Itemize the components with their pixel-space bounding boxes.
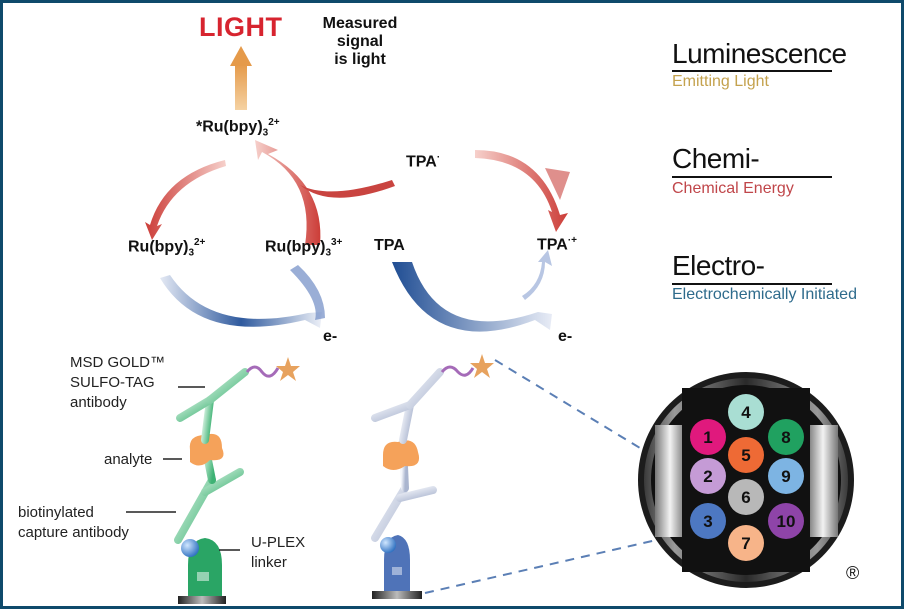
light-label: LIGHT bbox=[199, 12, 283, 42]
spot-number: 6 bbox=[741, 488, 750, 507]
linker-line-1: U-PLEX bbox=[251, 534, 306, 551]
electrode-plate bbox=[372, 591, 422, 599]
spot-circle bbox=[728, 479, 764, 515]
capture-antibody-line-1: biotinylated bbox=[18, 504, 94, 521]
spot-number: 1 bbox=[703, 428, 712, 447]
light-emission-arrow bbox=[230, 46, 252, 110]
grey-assay-stack bbox=[371, 354, 494, 599]
analyte-blob bbox=[189, 433, 224, 466]
linker-line-2: linker bbox=[251, 554, 287, 571]
capture-antibody-label: biotinylated capture antibody bbox=[18, 503, 129, 543]
capture-antibody-line-2: capture antibody bbox=[18, 524, 129, 541]
spot-circle bbox=[768, 503, 804, 539]
spot-2: 2 bbox=[690, 458, 726, 494]
signal-note-line-2: is light bbox=[334, 51, 386, 68]
tpa-radical-label: TPA· bbox=[406, 152, 441, 171]
detection-antibody-label: MSD GOLD™ SULFO-TAG antibody bbox=[70, 353, 165, 413]
spot-circle bbox=[768, 419, 804, 455]
ruthenium-2plus-label: Ru(bpy)32+ bbox=[128, 237, 206, 259]
term-underline bbox=[672, 283, 832, 285]
spot-circle bbox=[690, 503, 726, 539]
term-underline bbox=[672, 176, 832, 178]
spot-number: 3 bbox=[703, 512, 712, 531]
tpa-label: TPA bbox=[374, 237, 405, 254]
spot-number: 5 bbox=[741, 446, 750, 465]
spot-number: 4 bbox=[741, 403, 751, 422]
electron-label-left: e- bbox=[323, 328, 338, 345]
tpa-cation-radical-label: TPA·+ bbox=[537, 235, 577, 254]
term-chemi-subtitle: Chemical Energy bbox=[672, 180, 794, 197]
blue-reaction-arrows bbox=[160, 250, 552, 332]
term-luminescence: Luminescence bbox=[672, 38, 847, 69]
spot-circle bbox=[728, 437, 764, 473]
biotin-bead bbox=[380, 537, 396, 553]
signal-note-line-1: Measured signal bbox=[322, 15, 398, 50]
detection-antibody-line-2: SULFO-TAG bbox=[70, 374, 155, 391]
analyte-label: analyte bbox=[104, 451, 153, 468]
electrode-plate bbox=[178, 596, 226, 604]
detection-antibody-line-1: MSD GOLD™ bbox=[70, 354, 166, 371]
spot-circle bbox=[690, 419, 726, 455]
spot-number: 9 bbox=[781, 467, 790, 486]
multiplex-well: 1 2 3 4 5 6 7 8 9 10 bbox=[638, 372, 854, 588]
spot-number: 10 bbox=[777, 512, 796, 531]
spot-circle bbox=[728, 394, 764, 430]
spot-6: 6 bbox=[728, 479, 764, 515]
spot-1: 1 bbox=[690, 419, 726, 455]
term-luminescence-subtitle: Emitting Light bbox=[672, 73, 769, 90]
biotin-bead bbox=[181, 539, 199, 557]
zoom-connector-lines bbox=[424, 359, 701, 594]
ruthenium-3plus-label: Ru(bpy)33+ bbox=[265, 237, 343, 259]
spot-8: 8 bbox=[768, 419, 804, 455]
detection-antibody-line-3: antibody bbox=[70, 394, 127, 411]
spot-5: 5 bbox=[728, 437, 764, 473]
green-assay-stack bbox=[174, 357, 300, 604]
spot-9: 9 bbox=[768, 458, 804, 494]
spot-number: 7 bbox=[741, 534, 750, 553]
sulfo-tag-star bbox=[276, 357, 300, 381]
spot-7: 7 bbox=[728, 525, 764, 561]
term-chemi: Chemi- bbox=[672, 143, 760, 174]
excited-ruthenium-label: *Ru(bpy)32+ bbox=[196, 117, 280, 139]
spot-4: 4 bbox=[728, 394, 764, 430]
term-electro-subtitle: Electrochemically Initiated bbox=[672, 286, 857, 303]
red-reaction-arrows bbox=[145, 140, 570, 245]
term-underline bbox=[672, 70, 832, 72]
signal-note: Measured signal is light bbox=[300, 15, 420, 69]
label-leader-lines bbox=[126, 386, 240, 551]
spot-circle bbox=[768, 458, 804, 494]
electron-label-right: e- bbox=[558, 328, 573, 345]
linker-label: U-PLEX linker bbox=[251, 533, 305, 573]
analyte-blob bbox=[383, 440, 420, 470]
spot-number: 8 bbox=[781, 428, 790, 447]
spot-10: 10 bbox=[768, 503, 804, 539]
sulfo-tag-star bbox=[470, 354, 494, 378]
term-electro: Electro- bbox=[672, 250, 765, 281]
spot-number: 2 bbox=[703, 467, 712, 486]
registered-mark: ® bbox=[846, 563, 860, 583]
spot-circle bbox=[690, 458, 726, 494]
spot-3: 3 bbox=[690, 503, 726, 539]
spot-circle bbox=[728, 525, 764, 561]
